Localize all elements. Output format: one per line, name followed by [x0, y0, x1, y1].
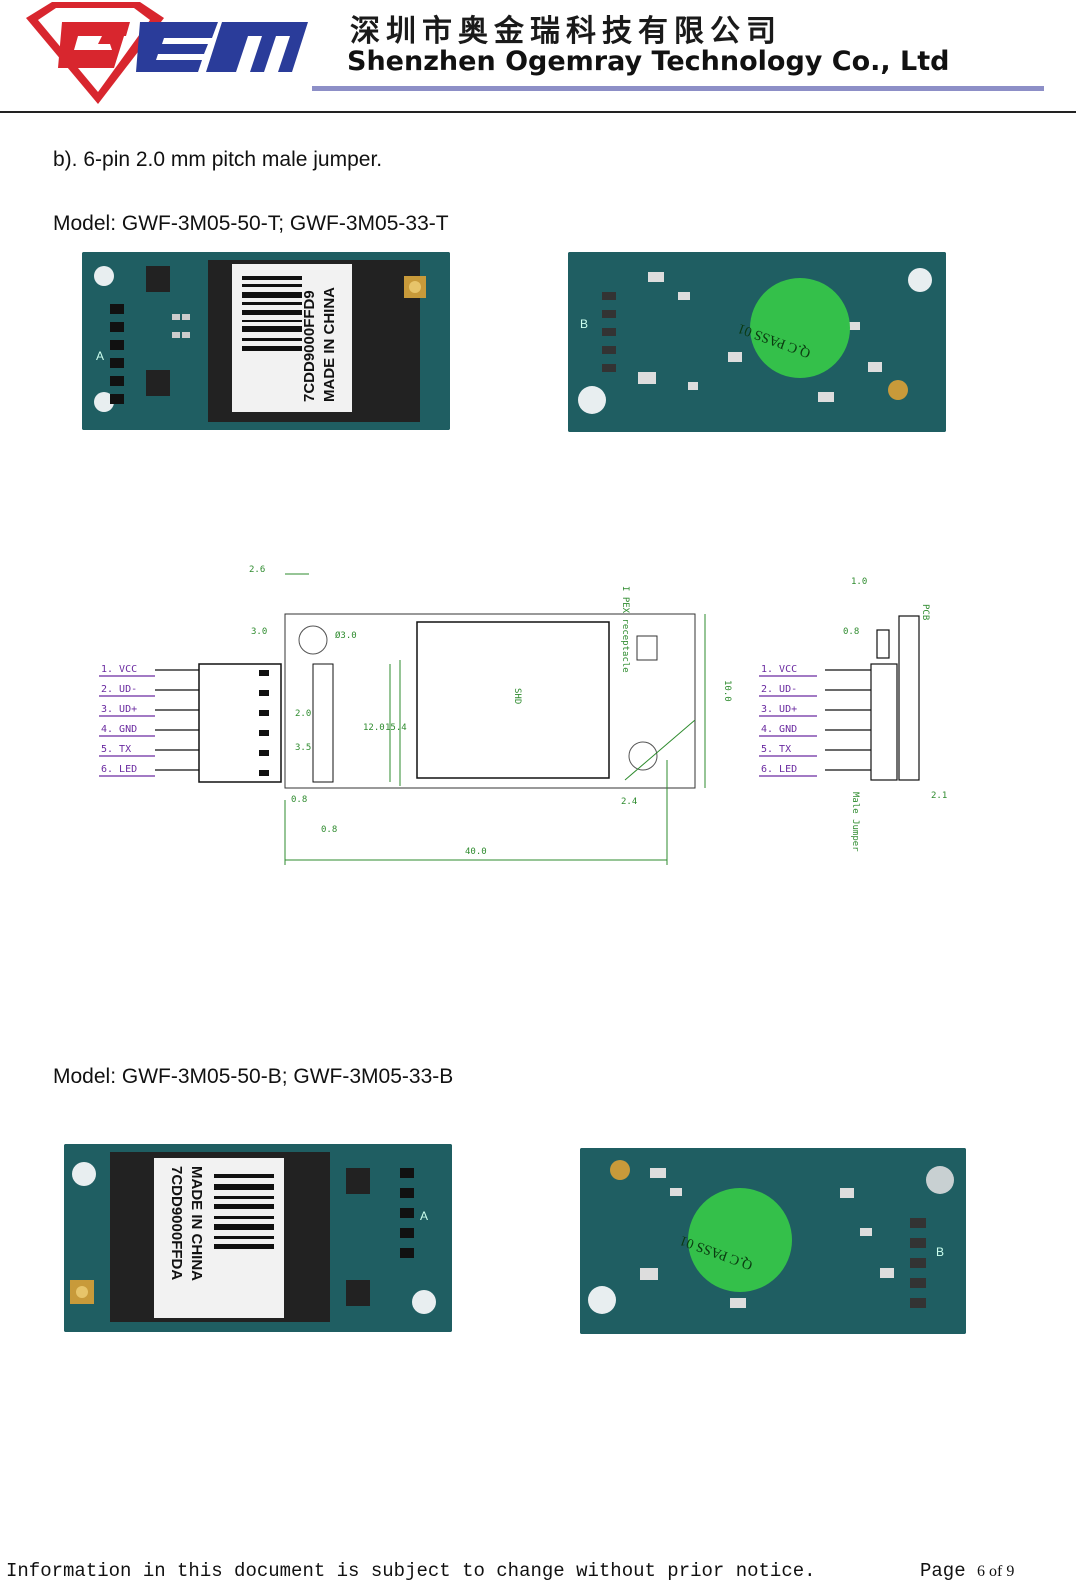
header-accent-bar	[312, 86, 1044, 91]
shield-label: SHD	[512, 688, 522, 704]
side-pin-label-6: 6. LED	[761, 764, 797, 775]
side-pin-label-4: 4. GND	[761, 724, 797, 735]
dim-10-0: 10.0	[722, 680, 732, 702]
page-prefix: Page	[920, 1560, 966, 1582]
mechanical-drawing: 1. VCC 2. UD- 3. UD+ 4. GND 5. TX 6. LED…	[95, 560, 975, 940]
company-logo	[22, 0, 312, 108]
page-number: Page 6 of 9	[920, 1560, 1014, 1582]
dim-hole: Ø3.0	[335, 630, 357, 641]
module-photo-top-back: Q.C PASS 01 B	[568, 252, 946, 432]
dim-2-1: 2.1	[931, 791, 947, 801]
company-name-english: Shenzhen Ogemray Technology Co., Ltd	[347, 46, 950, 77]
pin-label-1: 1. VCC	[101, 664, 137, 675]
dim-2-4: 2.4	[621, 797, 637, 807]
side-pin-label-5: 5. TX	[761, 744, 791, 755]
module-photo-top-front: 7CDD9000FFD9 MADE IN CHINA A	[82, 252, 450, 430]
module-photo-bottom-back: Q.C PASS 01 B	[580, 1148, 966, 1334]
pin-label-4: 4. GND	[101, 724, 137, 735]
pcb-mark-a-b: A	[420, 1209, 428, 1223]
pin-label-6: 6. LED	[101, 764, 137, 775]
page-number-value: 6 of 9	[977, 1563, 1015, 1580]
dim-2-6: 2.6	[249, 565, 265, 575]
pcb-label: PCB	[920, 604, 930, 620]
pcb-mark-a: A	[96, 349, 104, 363]
dim-0-8-side: 0.8	[843, 627, 859, 637]
module-photo-bottom-front: 7CDD9000FFDA MADE IN CHINA A	[64, 1144, 452, 1332]
pcb-mark-b: B	[580, 317, 588, 331]
dim-2-0: 2.0	[295, 709, 311, 719]
footer-notice: Information in this document is subject …	[6, 1560, 816, 1582]
label-line-2: MADE IN CHINA	[321, 287, 338, 402]
company-name-chinese: 深圳市奥金瑞科技有限公司	[350, 14, 782, 49]
label-line-2-b: MADE IN CHINA	[188, 1166, 205, 1281]
dim-0-8b: 0.8	[321, 825, 337, 835]
label-line-1: 7CDD9000FFD9	[301, 290, 318, 402]
side-pin-label-2: 2. UD-	[761, 684, 797, 695]
side-pin-label-3: 3. UD+	[761, 704, 797, 715]
pin-label-3: 3. UD+	[101, 704, 137, 715]
pcb-mark-b-b: B	[936, 1245, 944, 1259]
label-line-1-b: 7CDD9000FFDA	[168, 1166, 185, 1280]
pin-label-5: 5. TX	[101, 744, 131, 755]
model-label-top: Model: GWF-3M05-50-T; GWF-3M05-33-T	[53, 212, 449, 235]
dim-15-4: 15.4	[385, 723, 407, 733]
model-label-bottom: Model: GWF-3M05-50-B; GWF-3M05-33-B	[53, 1065, 454, 1088]
side-pin-label-1: 1. VCC	[761, 664, 797, 675]
header-divider	[0, 111, 1076, 113]
dim-3-0: 3.0	[251, 627, 267, 637]
dim-1-0: 1.0	[851, 577, 867, 587]
section-heading: b). 6-pin 2.0 mm pitch male jumper.	[53, 148, 383, 171]
pin-label-2: 2. UD-	[101, 684, 137, 695]
dim-40-0: 40.0	[465, 847, 487, 857]
dim-0-8: 0.8	[291, 795, 307, 805]
dim-12-0: 12.0	[363, 723, 385, 733]
male-jumper-label: Male Jumper	[850, 792, 860, 852]
ipex-label: I PEX receptacle	[620, 586, 630, 673]
dim-3-5: 3.5	[295, 743, 311, 753]
